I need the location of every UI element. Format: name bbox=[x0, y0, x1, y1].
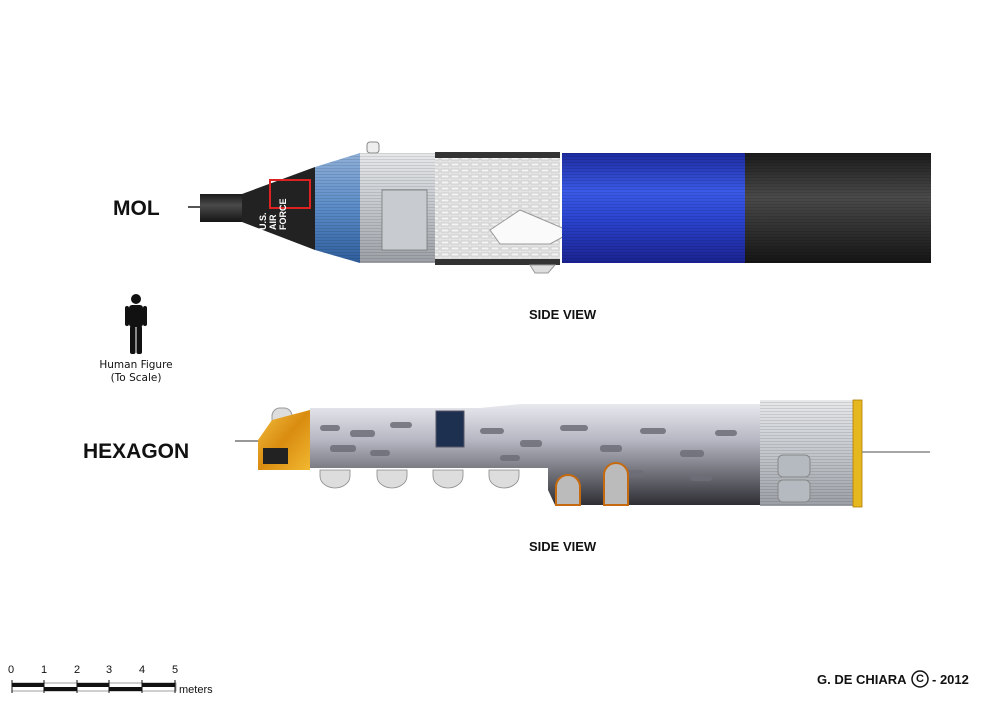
scale-tick-5: 5 bbox=[172, 664, 179, 676]
credit-symbol: C bbox=[916, 673, 924, 685]
mol-fin bbox=[489, 209, 574, 245]
marking-force: FORCE bbox=[278, 198, 288, 231]
caption-line2: (To Scale) bbox=[110, 372, 162, 384]
hexagon-view-label: SIDE VIEW bbox=[529, 539, 597, 554]
mol-view-label: SIDE VIEW bbox=[529, 307, 597, 322]
scale-tick-0: 0 bbox=[8, 664, 15, 676]
human-figure-caption: Human Figure (To Scale) bbox=[86, 359, 186, 385]
mol-nose bbox=[200, 194, 242, 222]
hexagon-recovery-capsules bbox=[319, 469, 520, 489]
scale-bar bbox=[11, 680, 177, 693]
hexagon-solar-panel bbox=[435, 410, 465, 448]
hexagon-spacecraft bbox=[235, 399, 930, 508]
marking-us: U.S. bbox=[258, 212, 268, 230]
scale-unit: meters bbox=[179, 684, 213, 696]
marking-air: AIR bbox=[268, 214, 278, 231]
scale-tick-3: 3 bbox=[106, 664, 113, 676]
scale-tick-1: 1 bbox=[41, 664, 48, 676]
scale-tick-4: 4 bbox=[139, 664, 146, 676]
mol-label: MOL bbox=[113, 197, 160, 220]
caption-line1: Human Figure bbox=[99, 359, 173, 371]
human-figure-icon bbox=[125, 294, 147, 354]
copyright-icon bbox=[911, 670, 929, 688]
scale-tick-2: 2 bbox=[74, 664, 81, 676]
hexagon-label: HEXAGON bbox=[83, 440, 190, 463]
mol-tiled-section bbox=[435, 152, 560, 265]
mol-spacecraft bbox=[188, 141, 931, 274]
credit-author: G. DE CHIARA bbox=[817, 672, 907, 687]
credit-year: - 2012 bbox=[932, 672, 969, 687]
